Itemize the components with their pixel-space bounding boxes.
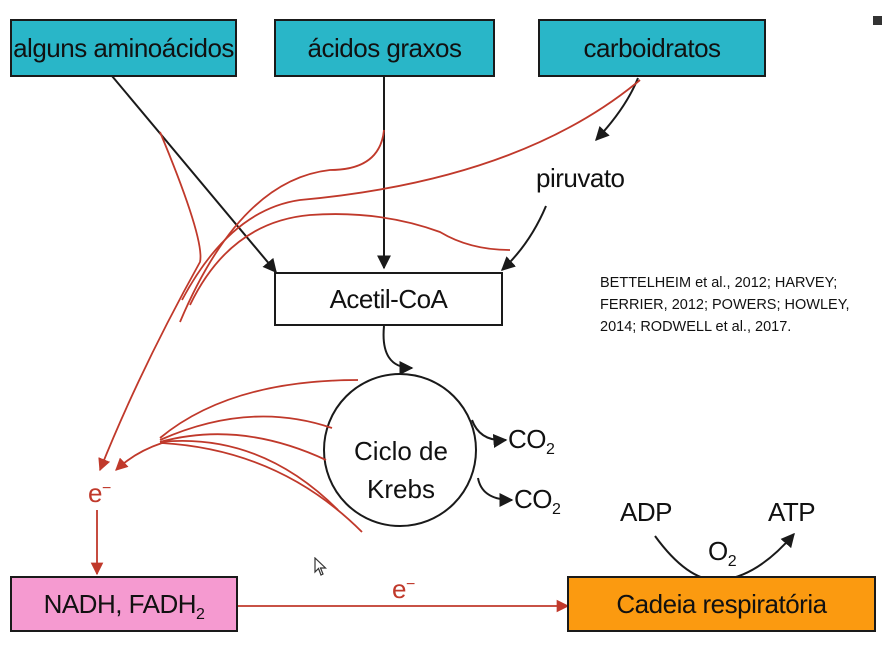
- arrow-acetylcoa-to-krebs: [382, 325, 414, 375]
- arrow-krebs-to-co2-1: [471, 419, 508, 448]
- o2-label: O2: [708, 536, 737, 570]
- electron-paths: [90, 79, 641, 613]
- respiratory-chain-label: Cadeia respiratória: [616, 588, 827, 619]
- citation-text: BETTELHEIM et al., 2012; HARVEY; FERRIER…: [600, 275, 850, 335]
- acetyl-coa-label: Acetil-CoA: [329, 283, 448, 314]
- fatty-acids-label: ácidos graxos: [307, 32, 462, 63]
- electron-path-pyruvate: [189, 213, 511, 306]
- box-amino-acids: alguns aminoácidos: [10, 19, 237, 77]
- electron-path-carbs: [181, 79, 641, 301]
- co2-label-1: CO2: [508, 424, 555, 458]
- electron-path-krebs-3: [159, 433, 327, 461]
- krebs-cycle-circle: [323, 373, 477, 527]
- box-fatty-acids: ácidos graxos: [274, 19, 495, 77]
- electron-path-krebs-2: [159, 415, 333, 441]
- atp-label: ATP: [768, 497, 816, 527]
- pyruvate-label: piruvato: [536, 163, 625, 193]
- arrow-amino-to-acetylcoa: [111, 75, 277, 274]
- krebs-line-1: Ciclo de: [354, 436, 448, 466]
- mouse-cursor-icon: [314, 557, 327, 576]
- electron-path-fatty: [179, 129, 385, 323]
- adp-label: ADP: [620, 497, 672, 527]
- box-nadh-fadh2: NADH, FADH2: [10, 576, 238, 632]
- amino-acids-label: alguns aminoácidos: [13, 32, 234, 63]
- nadh-fadh2-label: NADH, FADH2: [43, 588, 205, 623]
- electron-path-amino: [98, 131, 202, 472]
- box-respiratory-chain: Cadeia respiratória: [567, 576, 876, 632]
- krebs-line-2: Krebs: [367, 474, 435, 504]
- electron-path-krebs-4: [159, 439, 339, 511]
- carbohydrates-label: carboidratos: [583, 32, 721, 63]
- electron-label-left: e−: [88, 478, 111, 508]
- corner-mark: [873, 16, 882, 25]
- electron-path-krebs-1: [159, 379, 359, 439]
- arrow-krebs-to-co2-2: [477, 477, 514, 507]
- electron-label-bottom: e−: [392, 574, 415, 604]
- krebs-cycle-label: Ciclo de Krebs: [327, 432, 475, 508]
- box-carbohydrates: carboidratos: [538, 19, 766, 77]
- electron-path-krebs-5: [115, 442, 363, 533]
- arrow-pyruvate-to-acetylcoa: [500, 205, 547, 271]
- box-acetyl-coa: Acetil-CoA: [274, 272, 503, 326]
- co2-label-2: CO2: [514, 484, 561, 518]
